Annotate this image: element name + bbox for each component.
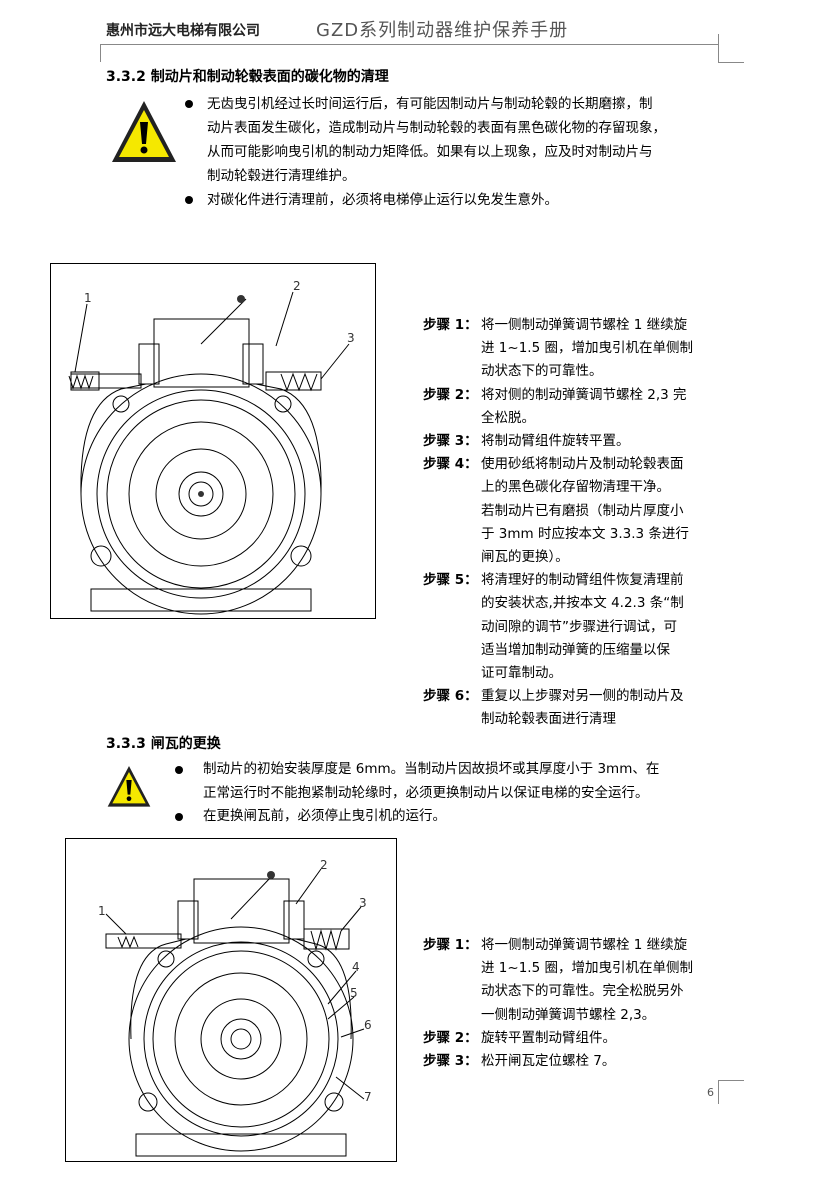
- step-line: 全松脱。: [481, 409, 535, 426]
- brake-drawing-figure-2: 1 2 3 4 5 6 7: [65, 838, 397, 1162]
- step-line: 适当增加制动弹簧的压缩量以保: [481, 641, 670, 658]
- warning-icon: [112, 101, 176, 162]
- callout-label: 6: [364, 1018, 372, 1032]
- callout-label: 1: [98, 904, 106, 918]
- step-line: 动状态下的可靠性。: [481, 363, 603, 380]
- steps-list-3-3-2: 步骤 1：将一侧制动弹簧调节螺栓 1 继续旋进 1~1.5 圈，增加曳引机在单侧…: [423, 314, 716, 732]
- callout-label: 4: [352, 960, 360, 974]
- corner-mark: [100, 44, 101, 62]
- step-line: 将清理好的制动臂组件恢复清理前: [481, 572, 684, 589]
- corner-mark: [718, 62, 744, 63]
- bullet-list: 制动片的初始安装厚度是 6mm。当制动片因故损坏或其厚度小于 3mm、在 正常运…: [175, 758, 735, 829]
- step-line: 闸瓦的更换）。: [481, 549, 569, 566]
- callout-label: 2: [293, 279, 301, 293]
- step-item: 步骤 2：旋转平置制动臂组件。: [423, 1027, 716, 1050]
- bullet-list: 无齿曳引机经过长时间运行后，有可能因制动片与制动轮毂的长期磨擦，制 动片表面发生…: [185, 92, 725, 212]
- callout-label: 1: [84, 291, 92, 305]
- step-line: 将一侧制动弹簧调节螺栓 1 继续旋: [481, 317, 688, 333]
- step-label: 步骤 6：: [423, 688, 478, 705]
- bullet-line: 从而可能影响曳引机的制动力矩降低。如果有以上现象，应及时对制动片与: [207, 144, 653, 160]
- bullet-dot: [175, 766, 183, 774]
- step-line: 制动轮毂表面进行清理: [481, 711, 616, 728]
- section-title-3-3-2: 3.3.2 制动片和制动轮毂表面的碳化物的清理: [106, 69, 389, 85]
- step-item: 步骤 6：重复以上步骤对另一侧的制动片及制动轮毂表面进行清理: [423, 685, 716, 731]
- section-title-3-3-3: 3.3.3 闸瓦的更换: [106, 736, 221, 752]
- step-label: 步骤 4：: [423, 456, 478, 473]
- manual-title: GZD系列制动器维护保养手册: [316, 20, 569, 41]
- bullet-line: 制动轮毂进行清理维护。: [207, 168, 356, 184]
- step-item: 步骤 3：松开闸瓦定位螺栓 7。: [423, 1050, 716, 1073]
- bullet-dot: [175, 813, 183, 821]
- company-name: 惠州市远大电梯有限公司: [106, 23, 260, 39]
- bullet-item: 制动片的初始安装厚度是 6mm。当制动片因故损坏或其厚度小于 3mm、在 正常运…: [175, 758, 735, 805]
- step-item: 步骤 1：将一侧制动弹簧调节螺栓 1 继续旋进 1~1.5 圈，增加曳引机在单侧…: [423, 934, 716, 1027]
- callout-label: 3: [359, 896, 367, 910]
- step-label: 步骤 1：: [423, 317, 478, 333]
- bullet-line: 在更换闸瓦前，必须停止曳引机的运行。: [203, 808, 446, 824]
- bullet-item: 对碳化件进行清理前，必须将电梯停止运行以免发生意外。: [185, 188, 725, 212]
- step-line: 上的黑色碳化存留物清理干净。: [481, 479, 670, 496]
- brake-drawing-figure-1: 1 2 3: [50, 263, 376, 619]
- step-item: 步骤 2：将对侧的制动弹簧调节螺栓 2,3 完全松脱。: [423, 384, 716, 430]
- bullet-line: 无齿曳引机经过长时间运行后，有可能因制动片与制动轮毂的长期磨擦，制: [207, 96, 653, 112]
- bullet-dot: [185, 100, 193, 108]
- step-line: 旋转平置制动臂组件。: [481, 1029, 616, 1046]
- step-item: 步骤 3：将制动臂组件旋转平置。: [423, 430, 716, 453]
- step-label: 步骤 3：: [423, 1053, 478, 1070]
- bullet-dot: [185, 196, 193, 204]
- step-item: 步骤 1：将一侧制动弹簧调节螺栓 1 继续旋进 1~1.5 圈，增加曳引机在单侧…: [423, 314, 716, 384]
- bullet-line: 对碳化件进行清理前，必须将电梯停止运行以免发生意外。: [207, 192, 558, 208]
- header-rule: [100, 44, 718, 45]
- step-line: 将制动臂组件旋转平置。: [481, 433, 630, 450]
- step-line: 重复以上步骤对另一侧的制动片及: [481, 688, 684, 705]
- step-line: 证可靠制动。: [481, 665, 562, 682]
- bullet-item: 无齿曳引机经过长时间运行后，有可能因制动片与制动轮毂的长期磨擦，制 动片表面发生…: [185, 92, 725, 188]
- step-item: 步骤 4：使用砂纸将制动片及制动轮毂表面上的黑色碳化存留物清理干净。若制动片已有…: [423, 453, 716, 569]
- step-line: 松开闸瓦定位螺栓 7。: [481, 1053, 616, 1070]
- step-line: 于 3mm 时应按本文 3.3.3 条进行: [481, 525, 689, 542]
- step-line: 将一侧制动弹簧调节螺栓 1 继续旋: [481, 937, 688, 953]
- step-label: 步骤 2：: [423, 386, 478, 403]
- step-line: 动间隙的调节”步骤进行调试，可: [481, 618, 677, 635]
- page-number: 6: [707, 1086, 714, 1099]
- bullet-line: 制动片的初始安装厚度是 6mm。当制动片因故损坏或其厚度小于 3mm、在: [203, 761, 660, 777]
- step-line: 的安装状态,并按本文 4.2.3 条“制: [481, 595, 684, 612]
- step-line: 进 1~1.5 圈，增加曳引机在单侧制: [481, 340, 693, 357]
- step-item: 步骤 5：将清理好的制动臂组件恢复清理前的安装状态,并按本文 4.2.3 条“制…: [423, 569, 716, 685]
- step-line: 使用砂纸将制动片及制动轮毂表面: [481, 456, 684, 473]
- step-label: 步骤 1：: [423, 937, 478, 953]
- corner-mark: [718, 1080, 719, 1104]
- warning-icon: [107, 766, 151, 807]
- bullet-line: 动片表面发生碳化，造成制动片与制动轮毂的表面有黑色碳化物的存留现象，: [207, 120, 666, 136]
- step-label: 步骤 2：: [423, 1029, 478, 1046]
- step-line: 进 1~1.5 圈，增加曳引机在单侧制: [481, 960, 693, 977]
- step-line: 一侧制动弹簧调节螺栓 2,3。: [481, 1006, 656, 1023]
- callout-label: 5: [350, 986, 358, 1000]
- callout-label: 7: [364, 1090, 372, 1104]
- step-label: 步骤 5：: [423, 572, 478, 589]
- step-label: 步骤 3：: [423, 433, 478, 450]
- callout-label: 3: [347, 331, 355, 345]
- callout-label: 2: [320, 858, 328, 872]
- bullet-item: 在更换闸瓦前，必须停止曳引机的运行。: [175, 805, 735, 829]
- step-line: 若制动片已有磨损（制动片厚度小: [481, 502, 684, 519]
- corner-mark: [718, 1080, 744, 1081]
- step-line: 将对侧的制动弹簧调节螺栓 2,3 完: [481, 386, 687, 403]
- steps-list-3-3-3: 步骤 1：将一侧制动弹簧调节螺栓 1 继续旋进 1~1.5 圈，增加曳引机在单侧…: [423, 934, 716, 1073]
- bullet-line: 正常运行时不能抱紧制动轮缘时，必须更换制动片以保证电梯的安全运行。: [203, 784, 649, 801]
- step-line: 动状态下的可靠性。完全松脱另外: [481, 983, 684, 1000]
- corner-mark: [718, 34, 719, 62]
